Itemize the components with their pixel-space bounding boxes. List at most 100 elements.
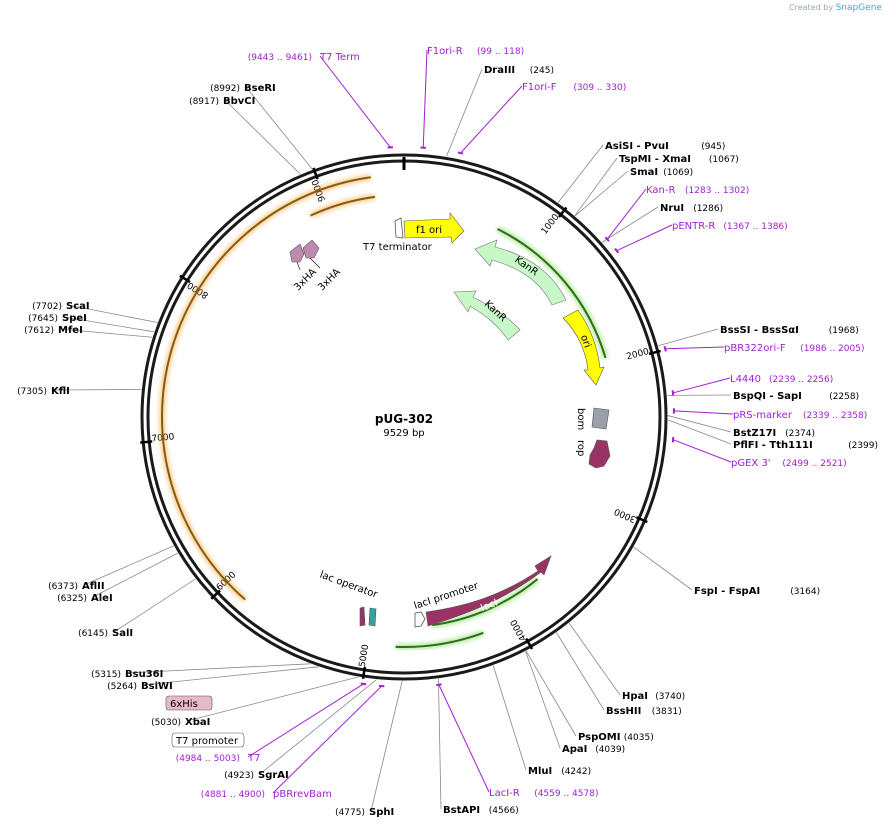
enzyme-label-xbai: XbaI bbox=[185, 717, 210, 728]
enzyme-label-bseri: BseRI bbox=[244, 83, 276, 94]
enzyme-label-bsu36i: Bsu36I bbox=[125, 669, 163, 680]
enzyme-label-hpai: HpaI bbox=[622, 691, 648, 702]
primer-leader-pbrrevbam bbox=[272, 685, 383, 794]
enzyme-label-kfli: KflI bbox=[51, 386, 70, 397]
enzyme-pos-aflii: (6373) bbox=[48, 582, 78, 592]
his6-box[interactable] bbox=[165, 695, 213, 711]
leader-drai bbox=[446, 68, 483, 157]
leader-aflii bbox=[83, 545, 174, 586]
primer-label-t7term: T7 Term bbox=[319, 52, 360, 63]
enzyme-pos-kfli: (7305) bbox=[17, 387, 47, 397]
primer-range-pbr322ori-f: (1986 .. 2005) bbox=[800, 344, 864, 354]
ha-tag-feature-2[interactable] bbox=[302, 239, 320, 259]
enzyme-label-bsiwi: BsiWI bbox=[141, 681, 173, 692]
plasmid-size: 9529 bp bbox=[383, 428, 424, 439]
enzyme-label-alei: AleI bbox=[91, 593, 113, 604]
enzyme-pos-bsu36i: (5315) bbox=[91, 670, 121, 680]
primer-range-f1ori-f: (309 .. 330) bbox=[573, 83, 626, 93]
primer-range-l4440: (2239 .. 2256) bbox=[769, 375, 833, 385]
leader-lines bbox=[52, 49, 734, 812]
leader-spei bbox=[63, 316, 155, 333]
primer-leader-laci-r bbox=[438, 684, 490, 793]
t7-terminator-feature[interactable] bbox=[394, 217, 404, 239]
tick-1000 bbox=[558, 206, 568, 218]
leader-pspomi bbox=[525, 650, 577, 737]
enzyme-pos-mfei: (7612) bbox=[24, 326, 54, 336]
leader-sphi bbox=[370, 680, 403, 812]
tick-2000 bbox=[648, 349, 661, 356]
enzyme-label-bbvci: BbvCI bbox=[223, 96, 255, 107]
enzyme-label-bsssi: BssSI - BssSαI bbox=[720, 325, 799, 336]
ha-label-1: 3xHA bbox=[292, 267, 319, 294]
enzyme-pos-alei: (6325) bbox=[57, 594, 87, 604]
leader-smai bbox=[574, 170, 629, 217]
leader-bsssi bbox=[658, 328, 719, 347]
orf-green-kan bbox=[497, 228, 607, 359]
leader-bsshii bbox=[556, 632, 605, 711]
orf-arcs bbox=[159, 174, 609, 650]
ori-label: ori bbox=[578, 334, 593, 350]
primer-leader-pbr322ori-f bbox=[665, 346, 725, 350]
rop-feature[interactable] bbox=[588, 439, 611, 469]
enzyme-pos-apai: (4039) bbox=[595, 745, 625, 755]
leader-xbai bbox=[186, 676, 359, 722]
leader-bseri bbox=[245, 86, 313, 170]
leader-sali bbox=[113, 578, 196, 633]
primer-label-pgex3: pGEX 3' bbox=[731, 458, 771, 469]
primer-mark-pbr322ori-f bbox=[663, 345, 667, 352]
leader-scai bbox=[67, 304, 158, 323]
tick-label-5000: 5000 bbox=[358, 643, 371, 667]
enzyme-label-pspomi: PspOMI bbox=[578, 732, 620, 743]
primer-label-laci-r: LacI-R bbox=[489, 788, 520, 799]
credit-prefix: Created by bbox=[789, 3, 834, 12]
enzyme-pos-tspmi: (1067) bbox=[709, 155, 739, 165]
enzyme-label-mlui: MluI bbox=[528, 766, 552, 777]
enzyme-pos-smai: (1069) bbox=[663, 168, 693, 178]
orf-green-laci bbox=[432, 578, 539, 627]
kanr-feature-2[interactable] bbox=[453, 290, 521, 341]
enzyme-label-fspi: FspI - FspAI bbox=[694, 586, 760, 597]
bom-label: bom bbox=[575, 408, 586, 430]
tick-5000 bbox=[361, 666, 367, 680]
bom-feature[interactable] bbox=[591, 407, 610, 430]
snapgene-logo: SnapGene bbox=[835, 3, 882, 13]
backbone-outer bbox=[140, 153, 668, 681]
f1-ori-feature[interactable] bbox=[403, 212, 465, 244]
t7-promoter-feature[interactable] bbox=[368, 607, 377, 627]
lac-operator-feature[interactable] bbox=[359, 606, 366, 627]
enzyme-pos-bsiwi: (5264) bbox=[107, 682, 137, 692]
t7-promoter-box[interactable] bbox=[171, 732, 245, 748]
enzyme-label-bstz17i: BstZ17I bbox=[733, 428, 776, 439]
laci-feature[interactable] bbox=[425, 555, 552, 627]
leader-sgrai bbox=[259, 679, 377, 775]
enzyme-label-drai: DraIII bbox=[484, 65, 515, 76]
snapgene-credit: Created by SnapGene bbox=[789, 3, 882, 13]
ha-tag-feature-1[interactable] bbox=[289, 243, 305, 263]
enzyme-pos-bstapi: (4566) bbox=[489, 806, 519, 816]
orf-orange-short bbox=[310, 195, 376, 217]
leader-bbvci bbox=[224, 99, 301, 175]
enzyme-pos-spei: (7645) bbox=[28, 314, 58, 324]
enzyme-label-scai: ScaI bbox=[66, 301, 90, 312]
primer-mark-t7 bbox=[360, 682, 367, 686]
leader-bsu36i bbox=[126, 663, 311, 674]
primer-range-laci-r: (4559 .. 4578) bbox=[534, 789, 598, 799]
primer-leader-kan-r bbox=[606, 188, 647, 240]
enzyme-pos-xbai: (5030) bbox=[151, 718, 181, 728]
tick-label-3000: 3000 bbox=[613, 505, 638, 523]
primer-leader-f1ori-f bbox=[460, 85, 523, 154]
leader-alei bbox=[92, 552, 178, 598]
primer-mark-pentr-r bbox=[614, 248, 620, 254]
primer-leader-prs-marker bbox=[673, 410, 734, 415]
kanr-feature-1[interactable] bbox=[474, 239, 567, 306]
ori-feature[interactable] bbox=[562, 309, 605, 386]
tick-8000 bbox=[179, 274, 191, 284]
site-labels: DraIII(245)AsiSI - PvuI(945)TspMI - XmaI… bbox=[17, 46, 878, 818]
primer-leader-l4440 bbox=[672, 377, 731, 394]
laci-promoter-feature[interactable] bbox=[414, 611, 426, 628]
leader-apai bbox=[525, 651, 561, 749]
leader-mlui bbox=[492, 665, 527, 771]
tick-label-2000: 2000 bbox=[626, 347, 651, 362]
primer-range-kan-r: (1283 .. 1302) bbox=[685, 186, 749, 196]
